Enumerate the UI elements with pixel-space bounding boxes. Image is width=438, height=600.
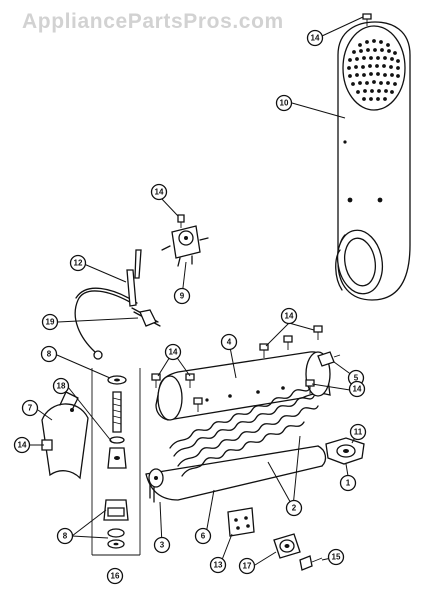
- screw: [259, 343, 269, 358]
- callout-14-top: 14: [306, 29, 324, 47]
- callout-label: 6: [201, 532, 206, 541]
- callout-label: 14: [155, 188, 164, 197]
- heater-bracket: [41, 391, 89, 480]
- callout-label: 19: [46, 318, 55, 327]
- callout-4: 4: [220, 333, 238, 351]
- callout-14-thermostat: 14: [150, 183, 168, 201]
- callout-label: 9: [180, 292, 185, 301]
- terminal-kit: [91, 368, 141, 556]
- callout-label: 8: [63, 532, 68, 541]
- callout-10: 10: [275, 94, 293, 112]
- watermark-text: AppliancePartsPros.com: [22, 10, 284, 33]
- screw: [283, 335, 293, 350]
- screw: [185, 373, 195, 388]
- thermal-cutoff: [325, 437, 365, 465]
- wire-harness: [74, 249, 161, 360]
- callout-14-bracket: 14: [13, 436, 31, 454]
- thermostat: [161, 214, 209, 267]
- callout-label: 16: [111, 572, 120, 581]
- callout-18: 18: [52, 377, 70, 395]
- vent-duct: [335, 13, 411, 301]
- callout-16: 16: [106, 567, 124, 585]
- callout-7: 7: [21, 399, 39, 417]
- callout-label: 14: [311, 34, 320, 43]
- callout-2: 2: [285, 499, 303, 517]
- hi-limit-thermostat: [273, 533, 301, 559]
- heating-element: [169, 387, 319, 477]
- callout-17: 17: [238, 557, 256, 575]
- callout-14-cover-left: 14: [164, 343, 182, 361]
- screw-group: [151, 325, 323, 412]
- callout-label: 15: [332, 553, 341, 562]
- callout-12: 12: [69, 254, 87, 272]
- callout-label: 13: [214, 561, 223, 570]
- callout-6: 6: [194, 527, 212, 545]
- callout-label: 1: [346, 479, 351, 488]
- screw: [151, 373, 161, 388]
- callout-11: 11: [349, 423, 367, 441]
- callout-label: 18: [57, 382, 66, 391]
- callout-label: 14: [169, 348, 178, 357]
- callout-label: 12: [74, 259, 83, 268]
- callout-15: 15: [327, 548, 345, 566]
- callout-8-bottom: 8: [56, 527, 74, 545]
- callout-label: 5: [354, 374, 359, 383]
- callout-19: 19: [41, 313, 59, 331]
- callout-label: 2: [292, 504, 297, 513]
- callout-label: 4: [227, 338, 232, 347]
- vent-grille-holes: [347, 39, 400, 101]
- callout-8-top: 8: [40, 345, 58, 363]
- callout-label: 11: [354, 428, 363, 437]
- callout-3: 3: [153, 536, 171, 554]
- screw: [313, 325, 323, 340]
- leader-lines: [30, 16, 364, 566]
- callout-1: 1: [339, 474, 357, 492]
- callout-label: 14: [353, 385, 362, 394]
- callout-label: 14: [285, 312, 294, 321]
- mounting-plate: [227, 507, 255, 537]
- callout-label: 10: [280, 99, 289, 108]
- callout-9: 9: [173, 287, 191, 305]
- heater-cover: [155, 351, 331, 421]
- callout-label: 17: [243, 562, 252, 571]
- heater-box: [145, 445, 327, 503]
- callout-label: 14: [18, 441, 27, 450]
- callout-label: 8: [47, 350, 52, 359]
- callout-14-cover-right: 14: [348, 380, 366, 398]
- screw: [193, 397, 203, 412]
- callout-label: 7: [28, 404, 33, 413]
- callout-14-cover-top: 14: [280, 307, 298, 325]
- callout-13: 13: [209, 556, 227, 574]
- callout-label: 3: [160, 541, 165, 550]
- screw-15: [299, 555, 323, 571]
